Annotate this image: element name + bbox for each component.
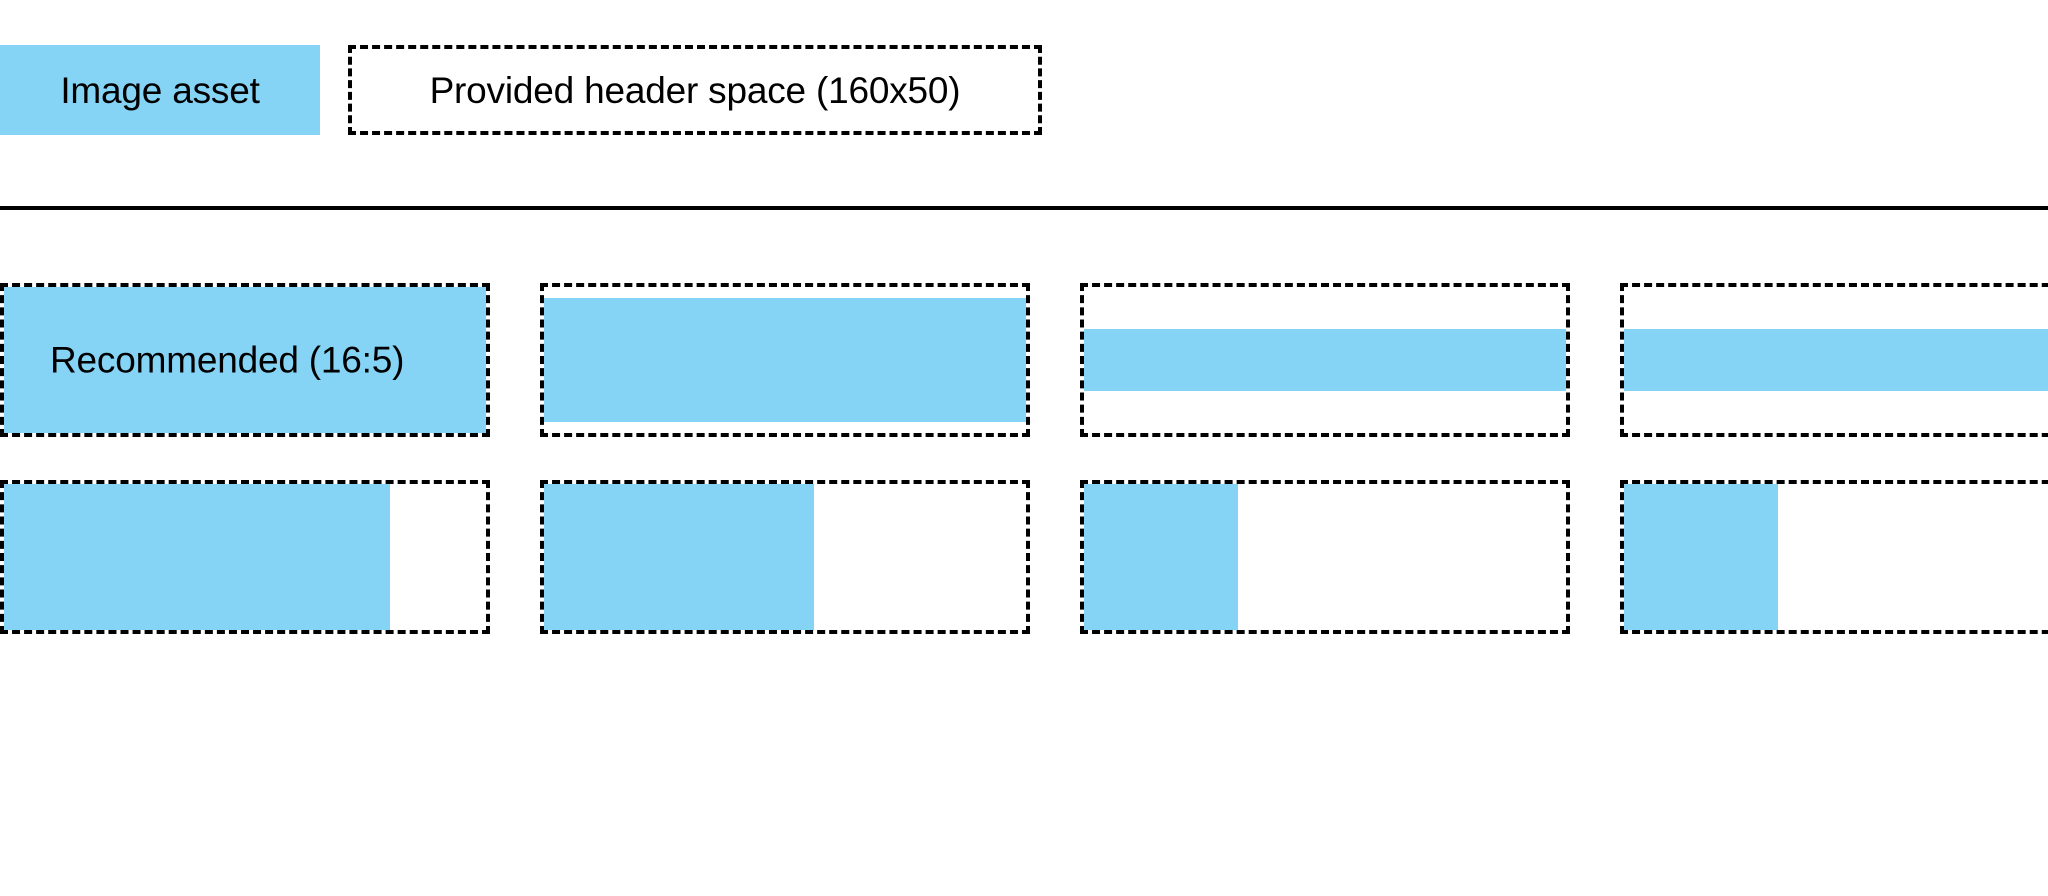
sample-box-r2c4 (1620, 480, 2048, 634)
legend-row: Image asset Provided header space (160x5… (0, 45, 2048, 135)
sample-box-r1c3 (1080, 283, 1570, 437)
sample-box-r2c2 (540, 480, 1030, 634)
asset-rect-r1c4 (1624, 328, 2048, 392)
provided-header-space-box: Provided header space (160x50) (348, 45, 1042, 135)
asset-rect-r1c3 (1084, 328, 1566, 392)
asset-rect-r2c4 (1624, 484, 1779, 630)
sample-box-r2c3 (1080, 480, 1570, 634)
asset-rect-r2c3 (1084, 484, 1239, 630)
provided-header-space-label: Provided header space (160x50) (429, 69, 961, 111)
sample-box-r1c2 (540, 283, 1030, 437)
sample-box-r2c1 (0, 480, 490, 634)
asset-rect-r1c1 (4, 287, 486, 433)
asset-rect-r1c2 (544, 297, 1026, 423)
sample-box-r1c4 (1620, 283, 2048, 437)
image-asset-swatch-label: Image asset (60, 69, 260, 111)
recommended-ratio-label: Recommended (16:5) (50, 339, 405, 381)
sample-box-r1c1: Recommended (16:5) (0, 283, 490, 437)
image-asset-swatch: Image asset (0, 45, 320, 135)
asset-rect-r2c2 (544, 484, 814, 630)
section-divider (0, 206, 2048, 210)
asset-rect-r2c1 (4, 484, 390, 630)
